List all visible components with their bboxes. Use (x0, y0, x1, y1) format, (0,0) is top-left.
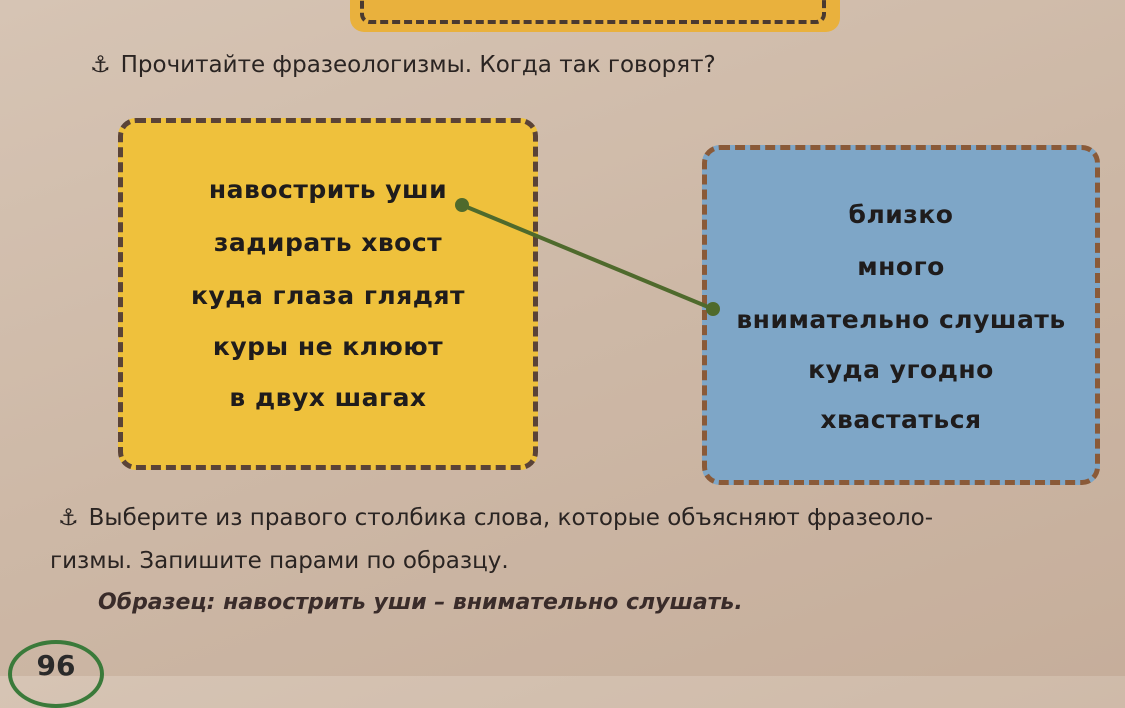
sample-text: Образец: навострить уши – внимательно сл… (98, 590, 743, 615)
phrase-item: куда глаза глядят (190, 281, 466, 310)
page-number: 96 (8, 640, 104, 708)
anchor-icon: ⚓ (58, 505, 79, 531)
phrase-item: в двух шагах (229, 383, 427, 412)
meaning-item: куда угодно (808, 355, 994, 384)
connecting-line (455, 198, 720, 316)
dot-icon (706, 302, 720, 316)
phrase-item: задирать хвост (213, 228, 443, 257)
meaning-item: близко (848, 200, 954, 229)
previous-task-box (350, 0, 840, 32)
anchor-icon: ⚓ (90, 52, 111, 78)
task-1-text: Прочитайте фразеологизмы. Когда так гово… (120, 52, 716, 78)
task-2: ⚓ Выберите из правого столбика слова, кот… (58, 505, 933, 531)
meaning-item: хвастаться (820, 405, 982, 434)
phraseologisms-box: навострить уши задирать хвост куда глаза… (118, 118, 538, 470)
phrase-item: навострить уши (208, 175, 448, 204)
dot-icon (455, 198, 469, 212)
task-1: ⚓ Прочитайте фразеологизмы. Когда так гов… (90, 52, 716, 78)
task-2-line-1: Выберите из правого столбика слова, кото… (88, 505, 934, 531)
task-2-line-2: гизмы. Запишите парами по образцу. (50, 548, 509, 574)
meanings-box: близко много внимательно слушать куда уг… (702, 145, 1100, 485)
meaning-item: много (857, 252, 945, 281)
phrase-item: куры не клюют (212, 332, 444, 361)
meaning-item: внимательно слушать (736, 305, 1066, 334)
